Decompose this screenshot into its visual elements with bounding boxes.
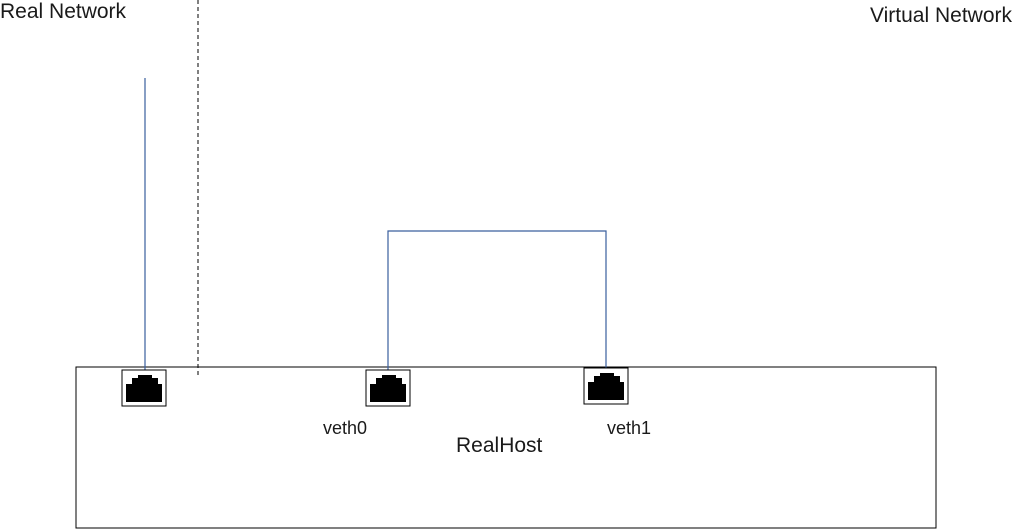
virtual-network-label: Virtual Network bbox=[870, 4, 1012, 27]
real-network-label: Real Network bbox=[0, 0, 127, 23]
veth1-label: veth1 bbox=[607, 418, 652, 438]
veth1-port-icon bbox=[583, 367, 629, 405]
host-label: RealHost bbox=[456, 434, 543, 457]
ethernet-port-icon bbox=[121, 369, 167, 407]
veth0-port-icon bbox=[365, 369, 411, 407]
veth-pair-link bbox=[387, 230, 607, 372]
host-box bbox=[75, 366, 937, 529]
veth0-label: veth0 bbox=[323, 418, 368, 438]
